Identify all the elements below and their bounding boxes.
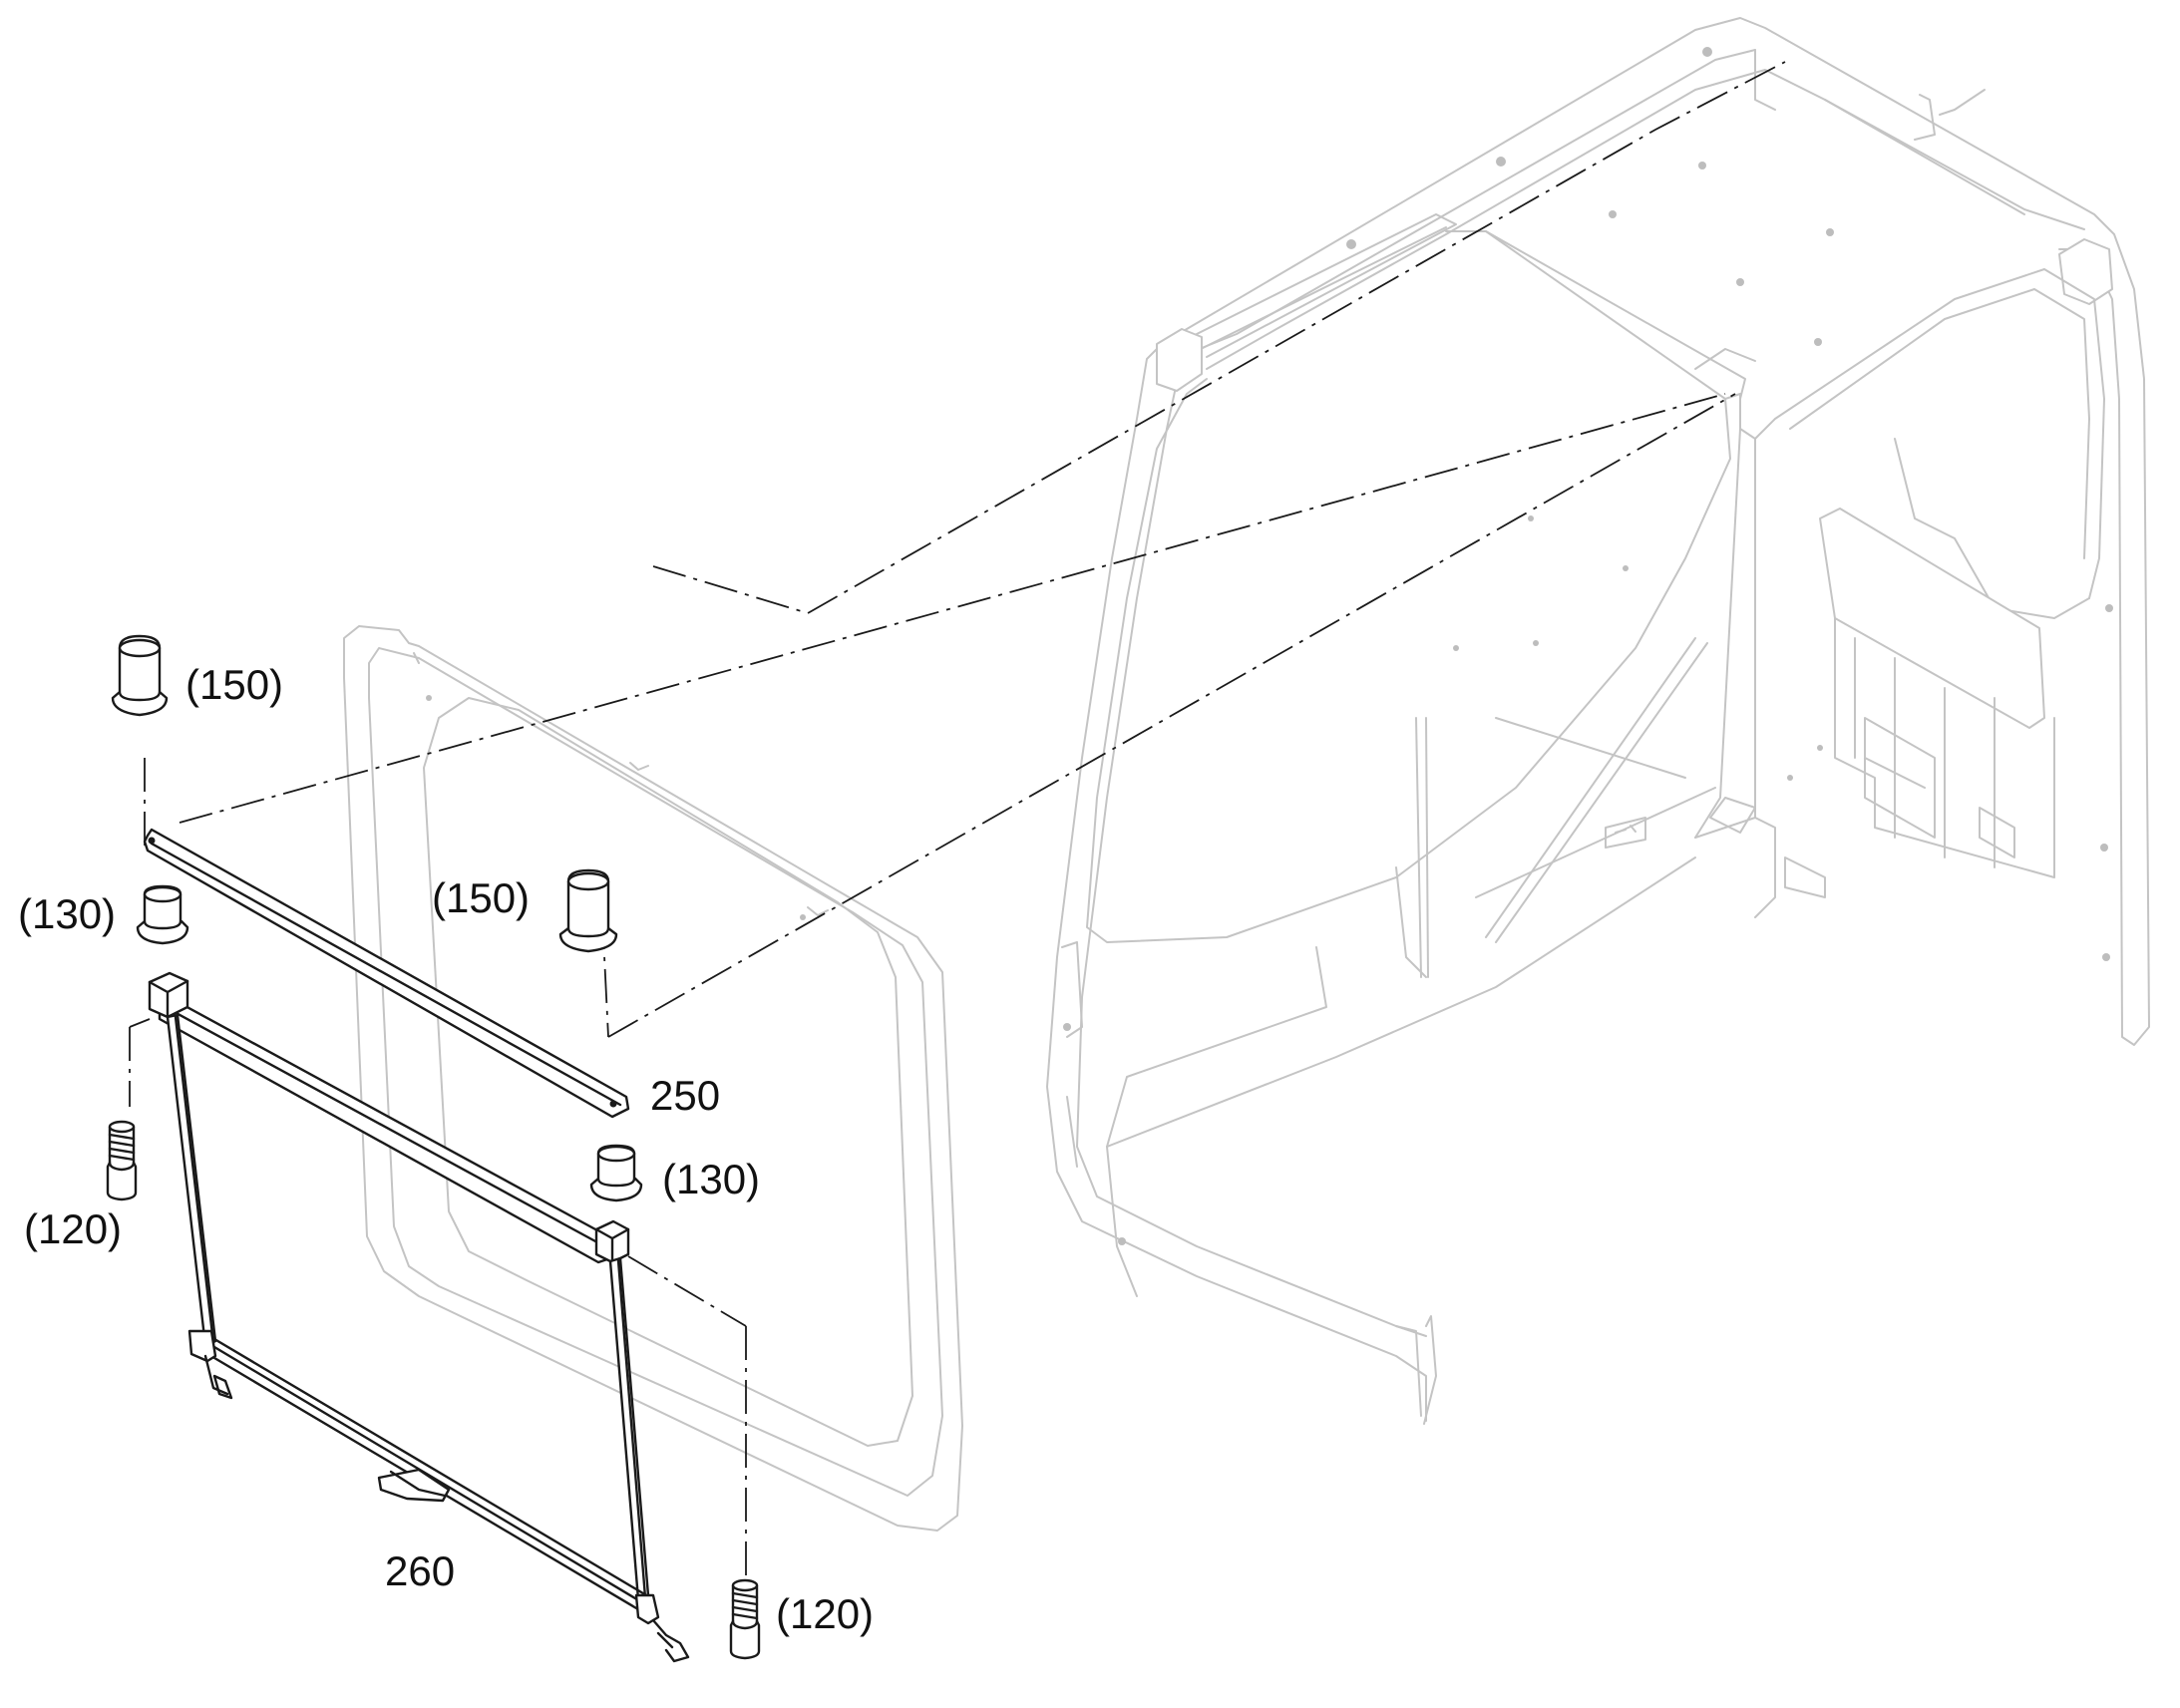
cab-frame-ghost <box>1046 17 2150 1425</box>
callout-120-right: (120) <box>776 1590 875 1637</box>
callout-250: 250 <box>650 1072 721 1119</box>
window-frame-ghost <box>343 625 963 1532</box>
callout-150-top-left: (150) <box>185 661 284 708</box>
bushing-130-left <box>136 884 189 945</box>
bolt-120-left <box>106 1120 138 1201</box>
cap-150-left <box>111 634 169 717</box>
callout-120-left: (120) <box>24 1205 123 1252</box>
roller-shade-260 <box>148 971 690 1663</box>
bar-250 <box>143 828 630 1119</box>
cap-150-center <box>558 868 618 953</box>
callout-260: 260 <box>385 1547 456 1594</box>
callout-150-center: (150) <box>432 874 531 921</box>
bolt-120-right <box>729 1578 761 1660</box>
alignment-lines <box>129 61 1786 1585</box>
bushing-130-right <box>589 1144 643 1202</box>
callout-130-right: (130) <box>662 1156 761 1202</box>
callout-130-left: (130) <box>18 890 117 937</box>
